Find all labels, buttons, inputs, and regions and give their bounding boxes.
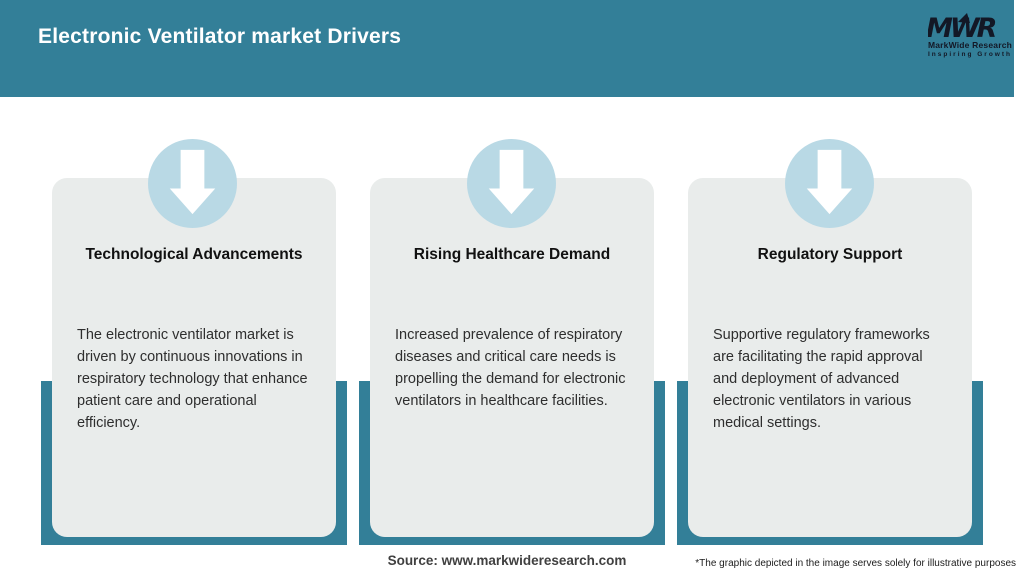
up-arrow-accent-icon xyxy=(958,13,970,23)
brand-name: MarkWide Research xyxy=(927,40,1013,50)
card-description: Supportive regulatory frameworks are fac… xyxy=(713,327,930,431)
card-title: Technological Advancements xyxy=(85,246,303,263)
page-title: Electronic Ventilator market Drivers xyxy=(38,25,402,48)
card-title: Rising Healthcare Demand xyxy=(413,246,611,263)
down-arrow-icon xyxy=(488,149,535,215)
card-description: The electronic ventilator market is driv… xyxy=(77,327,308,431)
svg-text:MWR: MWR xyxy=(928,13,996,42)
brand-tagline: Inspiring Growth xyxy=(928,51,1012,58)
arrow-badge xyxy=(785,139,874,228)
header-bar: Electronic Ventilator market Drivers MWR… xyxy=(0,0,1014,97)
driver-card-rising-healthcare-demand: Rising Healthcare Demand Increased preva… xyxy=(370,178,654,537)
arrow-badge xyxy=(467,139,556,228)
disclaimer-text: *The graphic depicted in the image serve… xyxy=(695,558,1016,569)
source-text: Source: www.markwideresearch.com xyxy=(387,553,627,568)
card-description: Increased prevalence of respiratory dise… xyxy=(395,327,626,409)
card-title: Regulatory Support xyxy=(757,246,903,263)
arrow-badge xyxy=(148,139,237,228)
driver-card-regulatory-support: Regulatory Support Supportive regulatory… xyxy=(688,178,972,537)
down-arrow-icon xyxy=(806,149,853,215)
mwr-monogram-icon: MWR xyxy=(928,13,999,42)
driver-card-technological-advancements: Technological Advancements The electroni… xyxy=(52,178,336,537)
down-arrow-icon xyxy=(169,149,216,215)
brand-logo: MWR MarkWide Research Inspiring Growth xyxy=(926,12,1014,58)
